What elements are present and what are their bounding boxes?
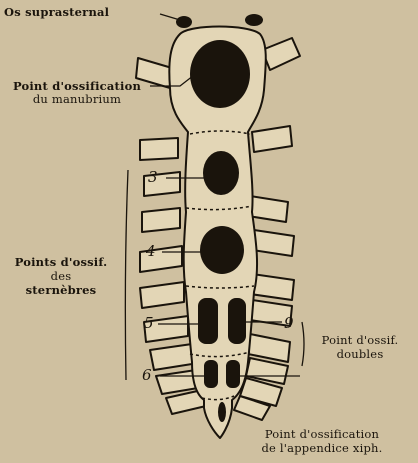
number-9: 9 — [284, 316, 294, 331]
label-xiphoid-line-2: de l'appendice xiph. — [232, 442, 412, 455]
costal-cartilage-left-8 — [150, 344, 192, 370]
number-4: 4 — [146, 244, 156, 259]
label-doubles-line-1: Point d'ossif. — [306, 334, 414, 347]
costal-cartilage-left-2 — [140, 138, 178, 160]
label-sternebres-line-2: des — [2, 270, 120, 283]
ossification-centre-sternebra-4 — [200, 226, 244, 274]
suprasternal-ossicle-right — [245, 14, 263, 26]
number-3: 3 — [148, 170, 158, 185]
number-5: 5 — [144, 316, 154, 331]
ossification-centre-manubrium — [190, 40, 250, 108]
ossification-centre-sternebra-3 — [203, 151, 239, 195]
costal-cartilage-right-2 — [252, 126, 292, 152]
label-os-suprasternal: Os suprasternal — [4, 6, 109, 19]
label-xiphoid-line-1: Point d'ossification — [232, 428, 412, 441]
ossification-centre-sternebra-6-left — [204, 360, 218, 388]
label-manubrium-line-2: du manubrium — [2, 93, 152, 106]
ossification-centre-sternebra-5-right — [228, 298, 246, 344]
costal-cartilage-left-6 — [140, 282, 184, 308]
costal-cartilage-left-4 — [142, 208, 180, 232]
ossification-centre-sternebra-5-left — [198, 298, 218, 344]
ossification-centre-xiphoid — [218, 402, 226, 422]
ossification-centre-sternebra-6-right — [226, 360, 240, 388]
label-sternebres-line-3: sternèbres — [2, 284, 120, 297]
costal-cartilage-right-4 — [252, 230, 294, 256]
costal-cartilage-right-1 — [262, 38, 300, 70]
label-sternebres-line-1: Points d'ossif. — [2, 256, 120, 269]
number-6: 6 — [142, 368, 152, 383]
costal-cartilage-right-7 — [248, 334, 290, 362]
label-doubles-line-2: doubles — [306, 348, 414, 361]
suprasternal-ossicle-left — [176, 16, 192, 28]
costal-cartilage-right-3 — [248, 196, 288, 222]
